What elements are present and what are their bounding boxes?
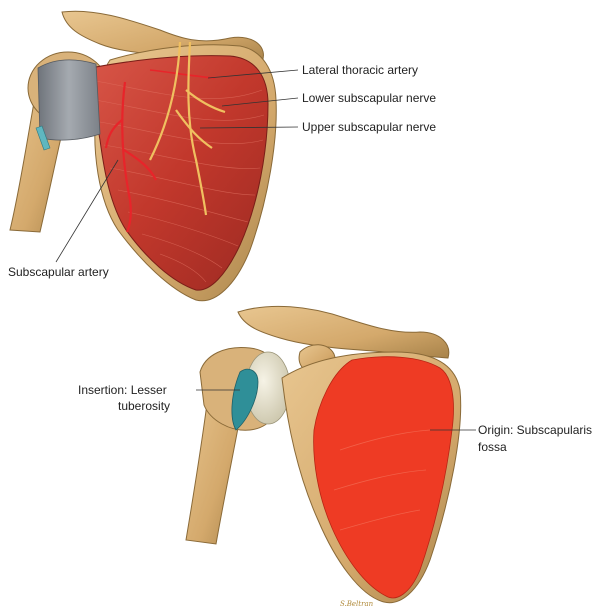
leader-lower-subscapular-nerve bbox=[221, 97, 299, 107]
subscapular-artery-vessel bbox=[104, 81, 157, 233]
leader-subscapular-artery bbox=[55, 159, 119, 263]
fossa-ridges bbox=[333, 429, 431, 531]
label-subscapular-artery: Subscapular artery bbox=[8, 265, 109, 279]
label-origin-line2: fossa bbox=[478, 440, 507, 454]
subscapular-nerves bbox=[149, 41, 226, 216]
top-lesser-tuberosity-edge bbox=[35, 125, 51, 151]
insertion-lesser-tuberosity-area bbox=[231, 368, 259, 431]
label-lower-subscapular-nerve: Lower subscapular nerve bbox=[302, 91, 436, 105]
leader-upper-subscapular-nerve bbox=[199, 126, 299, 129]
subscapularis-muscle bbox=[79, 55, 269, 291]
leader-lateral-thoracic-artery bbox=[207, 69, 299, 79]
subscapularis-tendon bbox=[37, 59, 101, 141]
origin-subscapularis-fossa-area bbox=[313, 356, 454, 599]
bottom-figure bbox=[185, 305, 476, 604]
muscle-fibers bbox=[89, 79, 265, 283]
label-origin-line1: Origin: Subscapularis bbox=[478, 423, 592, 437]
label-insertion-line2: tuberosity bbox=[118, 399, 170, 413]
label-insertion-line1: Insertion: Lesser bbox=[78, 383, 167, 397]
lateral-thoracic-artery-vessel bbox=[149, 69, 216, 79]
top-figure bbox=[9, 10, 299, 302]
artist-signature: S.Beltran bbox=[340, 600, 374, 608]
label-lateral-thoracic-artery: Lateral thoracic artery bbox=[302, 63, 418, 77]
bottom-acromion bbox=[237, 305, 450, 359]
label-upper-subscapular-nerve: Upper subscapular nerve bbox=[302, 120, 436, 134]
